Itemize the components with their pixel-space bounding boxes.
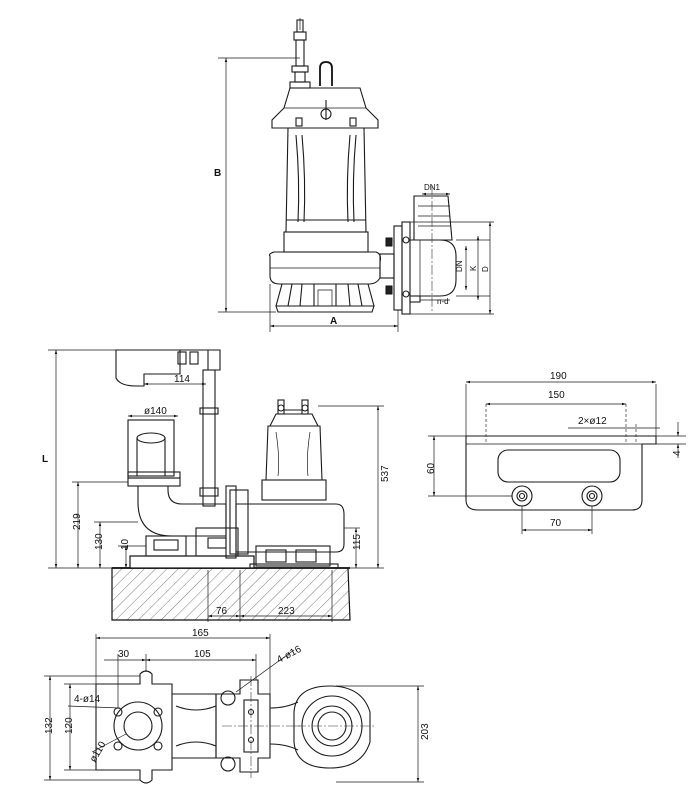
dim-label-DN: DN bbox=[455, 260, 464, 272]
dim-114: 114 bbox=[174, 374, 190, 385]
dim-label-A: A bbox=[330, 316, 337, 327]
dim-115: 115 bbox=[352, 534, 363, 550]
dim-60: 60 bbox=[426, 462, 437, 474]
dim-130: 130 bbox=[94, 533, 105, 550]
cable-gland bbox=[289, 18, 311, 89]
concrete-base bbox=[111, 567, 351, 621]
pump-footprint bbox=[293, 685, 371, 769]
dim-label-DN1: DN1 bbox=[424, 183, 441, 192]
pump-stand bbox=[275, 283, 375, 313]
dim-150: 150 bbox=[548, 390, 565, 401]
riser-pipe bbox=[127, 419, 175, 477]
pump-installed bbox=[225, 399, 345, 569]
dim-10: 10 bbox=[120, 538, 131, 550]
dim-190: 190 bbox=[550, 371, 567, 382]
dim-76: 76 bbox=[216, 606, 228, 617]
coupling-body bbox=[215, 679, 271, 773]
dim-120: 120 bbox=[64, 717, 75, 734]
dim-label-B: B bbox=[214, 168, 221, 179]
dim-label-D: D bbox=[481, 266, 490, 272]
dim-2x12: 2×ø12 bbox=[578, 416, 607, 427]
dim-165: 165 bbox=[192, 628, 209, 639]
guide-rail bbox=[202, 369, 216, 507]
dim-132: 132 bbox=[44, 717, 55, 734]
lifting-handle bbox=[319, 61, 333, 86]
dim-110: ø110 bbox=[88, 739, 109, 764]
guide-bracket bbox=[115, 349, 221, 387]
dim-537: 537 bbox=[380, 465, 391, 482]
motor-cap bbox=[271, 87, 379, 129]
dim-70: 70 bbox=[550, 518, 562, 529]
dim-140: ø140 bbox=[144, 406, 167, 417]
plan-view: 165 30 105 4-ø16 4-ø14 132 120 ø110 203 bbox=[44, 628, 431, 784]
installation-section-view: L 114 ø140 537 219 130 10 115 76 223 bbox=[42, 349, 391, 622]
plate-slot bbox=[497, 449, 621, 483]
pump-elevation-view: B A DN1 DN K D n-d bbox=[214, 18, 494, 332]
dim-30: 30 bbox=[118, 649, 130, 660]
dim-label-nd: n-d bbox=[437, 297, 449, 306]
dim-4x16: 4-ø16 bbox=[275, 644, 304, 666]
base-plate-view: 190 150 2×ø12 60 4 70 bbox=[426, 371, 686, 534]
dim-105: 105 bbox=[194, 649, 211, 660]
dim-219: 219 bbox=[72, 513, 83, 530]
dim-4: 4 bbox=[672, 450, 683, 456]
dim-label-K: K bbox=[469, 265, 478, 271]
discharge-flange bbox=[379, 185, 457, 315]
dim-4x14: 4-ø14 bbox=[74, 694, 101, 705]
auto-coupling bbox=[145, 535, 187, 557]
duckfoot-base bbox=[95, 670, 173, 784]
dim-223: 223 bbox=[278, 606, 295, 617]
dim-L: L bbox=[42, 454, 48, 465]
seal-chamber bbox=[283, 231, 369, 253]
dim-203: 203 bbox=[420, 723, 431, 740]
base-plate bbox=[465, 435, 657, 511]
